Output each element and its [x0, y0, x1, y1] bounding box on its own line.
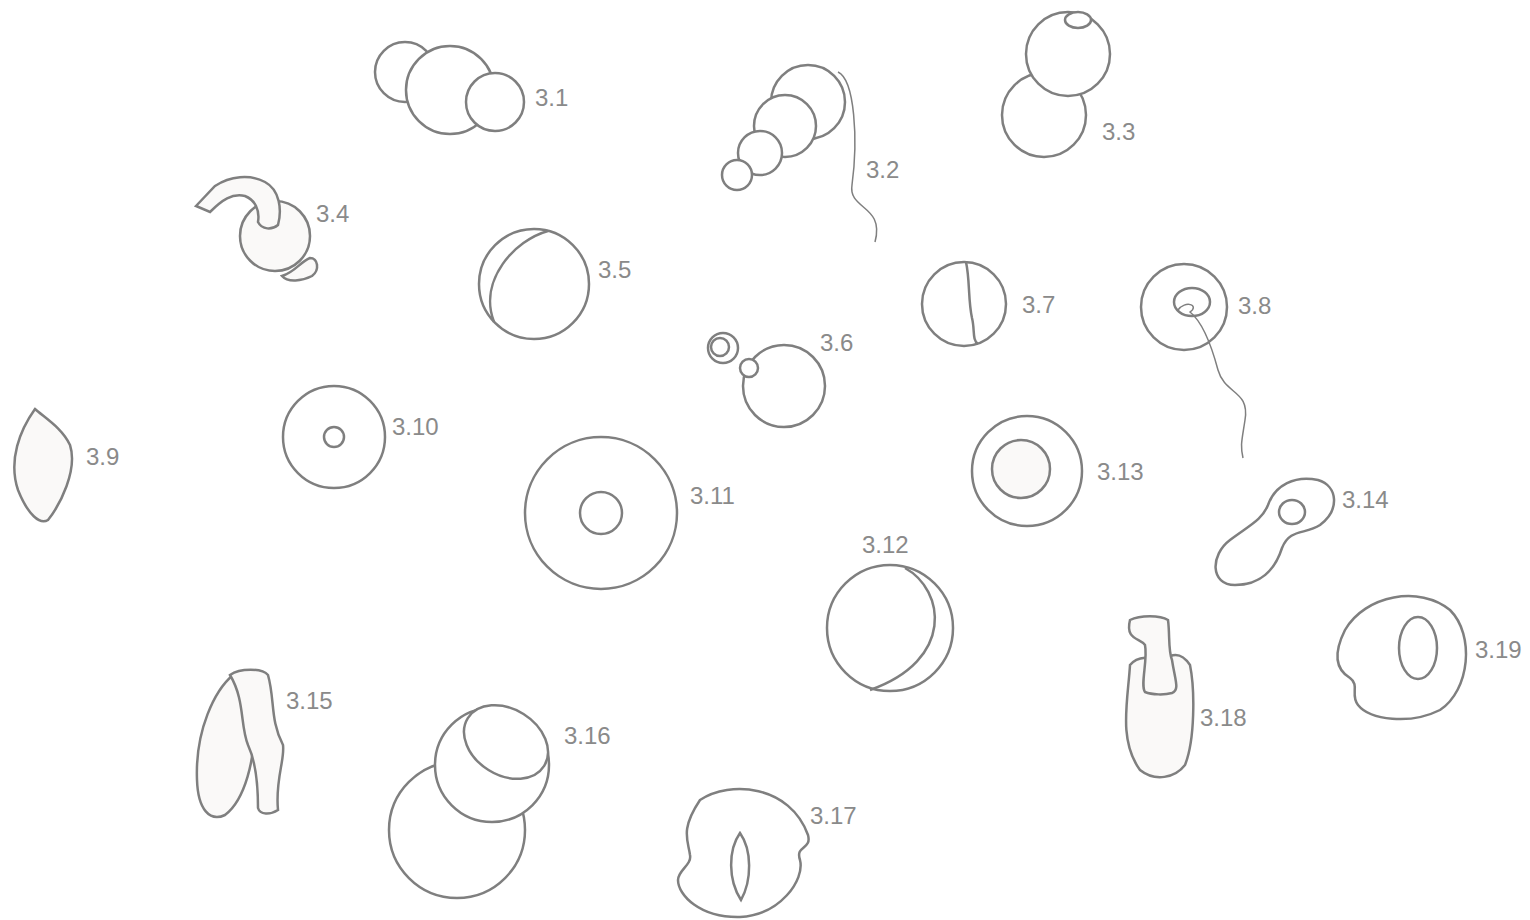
- callout-number: 3.17: [810, 804, 857, 828]
- spore-with-inner-body: [972, 416, 1082, 526]
- callout-number: 3.16: [564, 724, 611, 748]
- constricted-cell: [1216, 479, 1334, 585]
- callout-number: 3.18: [1200, 706, 1247, 730]
- callout-number: 3.8: [1238, 294, 1271, 318]
- cell-cluster: [375, 42, 524, 134]
- budding-cell: [1002, 12, 1110, 157]
- callout-number: 3.9: [86, 445, 119, 469]
- fusiform-spore: [14, 409, 72, 521]
- budding-cell: [708, 333, 825, 427]
- callout-number: 3.11: [690, 484, 735, 508]
- callout-number: 3.2: [866, 158, 899, 182]
- callout-number: 3.1: [535, 86, 568, 110]
- irregular-cell: [1337, 596, 1466, 719]
- callout-number: 3.15: [286, 689, 333, 713]
- callout-number: 3.3: [1102, 120, 1135, 144]
- callout-number: 3.19: [1475, 638, 1522, 662]
- spore-with-nucleus: [525, 437, 677, 589]
- callout-number: 3.12: [862, 533, 909, 557]
- flagellate-cell: [1141, 264, 1246, 458]
- irregular-cell: [678, 789, 809, 917]
- callout-number: 3.5: [598, 258, 631, 282]
- callout-number: 3.14: [1342, 488, 1389, 512]
- germinating-spore: [196, 177, 317, 280]
- germinating-cell: [1126, 616, 1193, 777]
- spore-with-nucleus: [283, 386, 385, 488]
- callout-number: 3.7: [1022, 293, 1055, 317]
- spore-with-wall: [827, 565, 953, 691]
- cell-chain: [722, 65, 877, 242]
- divided-spore: [922, 262, 1006, 346]
- callout-number: 3.13: [1097, 460, 1144, 484]
- callout-number: 3.10: [392, 415, 439, 439]
- callout-number: 3.4: [316, 202, 349, 226]
- budding-cell: [389, 690, 562, 898]
- spore-with-wall: [479, 229, 589, 339]
- callout-number: 3.6: [820, 331, 853, 355]
- paired-cells: [197, 670, 283, 817]
